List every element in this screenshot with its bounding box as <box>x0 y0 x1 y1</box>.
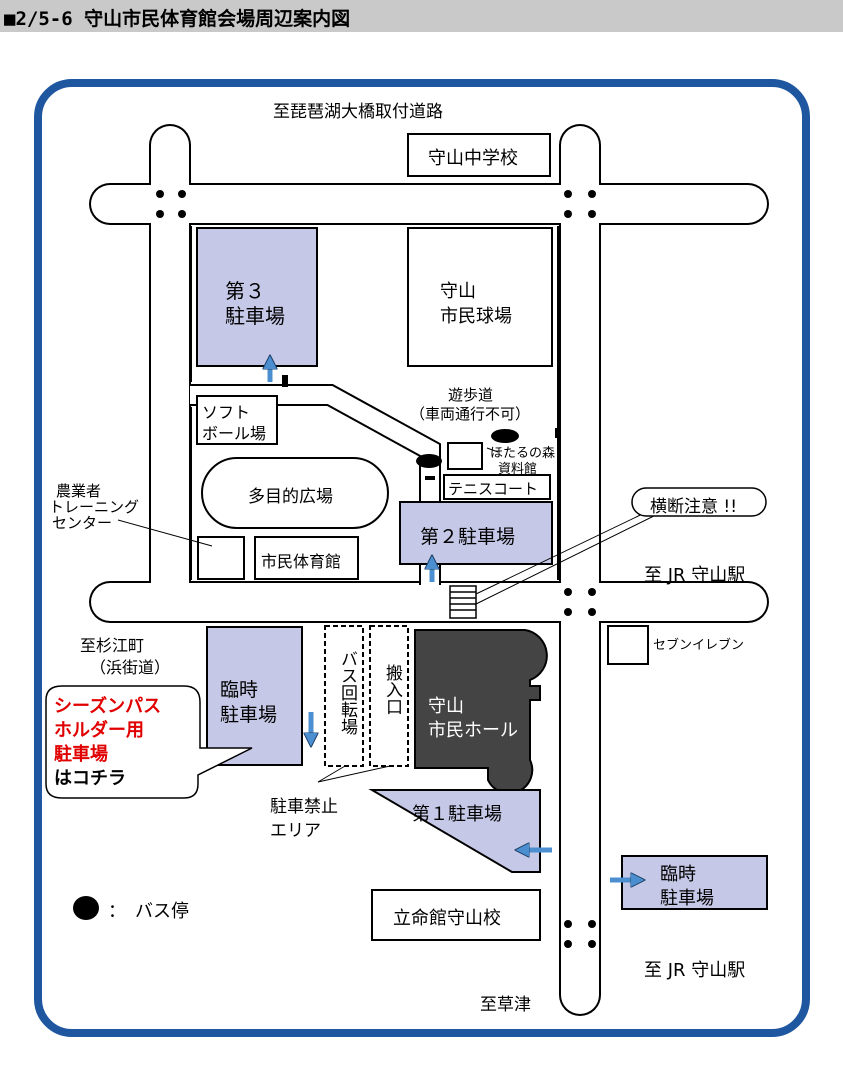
bus-stop-icon <box>416 454 442 468</box>
seven-eleven-label: セブンイレブン <box>653 638 745 653</box>
road-to-biwako-bridge: 至琵琶湖大橋取付道路 <box>273 102 443 122</box>
loading-entrance <box>369 625 409 767</box>
parking-3-label: 第３ <box>225 279 265 303</box>
stadium-label: 市民球場 <box>440 306 512 327</box>
hamakaido-label: （浜街道） <box>90 658 171 677</box>
hotaru-museum-label: 資料館 <box>498 462 538 477</box>
citizen-hall-label: 市民ホール <box>428 720 518 741</box>
to-jr-station-label: 至 JR 守山駅 <box>644 960 746 981</box>
season-pass-bubble <box>45 685 253 799</box>
temporary-parking-east <box>621 855 768 910</box>
multipurpose-plaza <box>201 457 389 529</box>
softball-field <box>196 395 278 445</box>
parking-2-label: 第２駐車場 <box>420 526 516 548</box>
to-jr-station-label: 至 JR 守山駅 <box>644 565 746 586</box>
bus-stop-icon <box>491 429 519 443</box>
season-pass-label: はコチラ <box>54 768 126 789</box>
parking-3 <box>196 227 318 367</box>
no-vehicles-label: （車両通行不可） <box>410 405 531 423</box>
temp-parking-east-label: 駐車場 <box>660 888 714 909</box>
bus-turnaround <box>324 625 364 767</box>
softball-label: ボール場 <box>202 424 267 443</box>
hotaru-museum-label: ほたるの森 <box>490 446 556 461</box>
farmers-center-label: センター <box>52 514 113 532</box>
loading-entrance-label: 搬入口 <box>382 664 402 715</box>
farmers-center-label: トレーニング <box>49 498 140 516</box>
season-pass-label: 駐車場 <box>54 744 108 765</box>
parking-2 <box>399 501 553 565</box>
seven-eleven <box>607 625 649 665</box>
bus-loop-label: バス回転場 <box>337 650 357 735</box>
parking-1-label: 第１駐車場 <box>412 804 502 825</box>
moriyama-jhs-label: 守山中学校 <box>428 148 518 169</box>
bus-stop-legend-label: ： バス停 <box>108 901 189 922</box>
temp-parking-west-label: 駐車場 <box>220 704 278 726</box>
season-pass-label: シーズンパス <box>54 696 162 717</box>
no-parking-area-label: 駐車禁止 <box>270 797 338 817</box>
citizen-hall-label: 守山 <box>428 696 464 717</box>
crosswalk <box>449 585 477 619</box>
page-title: ■2/5-6 守山市民体育館会場周辺案内図 <box>4 8 351 30</box>
ritsumeikan-label: 立命館守山校 <box>393 908 501 929</box>
stadium-label: 守山 <box>440 281 476 302</box>
to-sugie-label: 至杉江町 <box>80 636 145 655</box>
farmers-training-center <box>197 536 245 580</box>
farmers-center-label: 農業者 <box>56 482 102 500</box>
temp-parking-east-label: 臨時 <box>660 864 696 885</box>
softball-label: ソフト <box>202 403 251 422</box>
hotaru-museum-box <box>447 442 483 470</box>
tennis-court-label: テニスコート <box>448 480 539 498</box>
direction-arrows <box>270 362 638 880</box>
city-gymnasium <box>254 536 359 580</box>
promenade-label: 遊歩道 <box>448 386 494 404</box>
no-parking-area-label: エリア <box>270 821 321 841</box>
moriyama-stadium <box>407 227 553 367</box>
temporary-parking-west <box>206 626 303 766</box>
gymnasium-label: 市民体育館 <box>261 552 342 571</box>
bus-stop-legend-icon <box>73 896 99 920</box>
parking-1 <box>368 789 541 873</box>
to-kusatsu-label: 至草津 <box>480 995 531 1015</box>
title-bar: ■2/5-6 守山市民体育館会場周辺案内図 <box>0 0 843 32</box>
block-outlines <box>190 226 559 580</box>
tennis-court <box>443 474 551 500</box>
plaza-label: 多目的広場 <box>248 487 333 507</box>
caution-label: 横断注意 !! <box>650 497 738 517</box>
temp-parking-west-label: 臨時 <box>220 679 259 701</box>
season-pass-label: ホルダー用 <box>54 720 144 741</box>
roads <box>89 124 769 1016</box>
ritsumeikan-moriyama <box>371 889 541 941</box>
signal-dots <box>156 190 596 948</box>
moriyama-junior-high <box>407 133 551 177</box>
parking-3-label: 駐車場 <box>225 304 285 328</box>
caution-bubble <box>631 487 767 517</box>
